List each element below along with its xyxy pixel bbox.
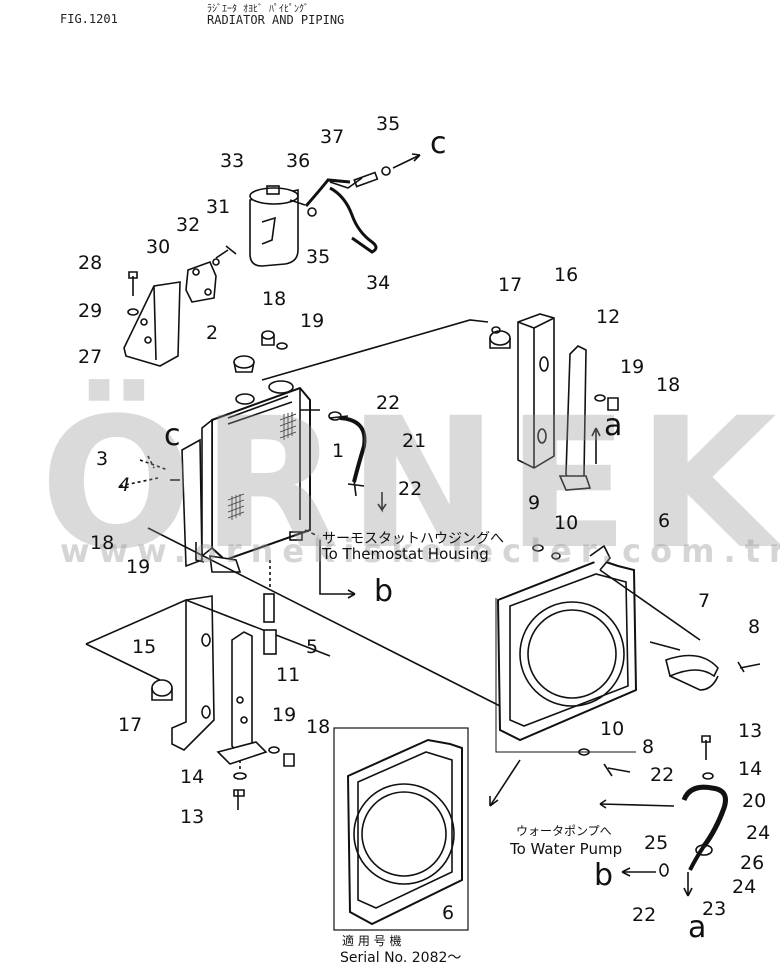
callout-16: 16 bbox=[554, 264, 579, 286]
callout-17: 17 bbox=[498, 274, 523, 296]
fan-shroud-upper bbox=[496, 544, 638, 742]
thermostat-note-jp: サーモスタットハウジングへ bbox=[322, 531, 504, 547]
callout-27: 27 bbox=[78, 346, 103, 368]
callout-13: 13 bbox=[738, 720, 763, 742]
callout-8: 8 bbox=[748, 616, 761, 638]
callout-36: 36 bbox=[286, 150, 311, 172]
pipe-20 bbox=[599, 735, 728, 897]
callout-26: 26 bbox=[740, 852, 765, 874]
callout-22: 22 bbox=[398, 478, 423, 500]
callout-24: 24 bbox=[732, 876, 757, 898]
ref-b-bottom: b bbox=[594, 858, 614, 893]
watermark-logo: ÖRNEK bbox=[40, 380, 780, 589]
callout-19: 19 bbox=[126, 556, 151, 578]
bushing-17-top bbox=[489, 326, 511, 349]
callout-32: 32 bbox=[176, 214, 201, 236]
callout-10: 10 bbox=[554, 512, 579, 534]
ref-c-left: c bbox=[164, 418, 181, 453]
callout-15: 15 bbox=[132, 636, 157, 658]
bracket-15 bbox=[171, 595, 215, 751]
hose-21 bbox=[339, 416, 367, 483]
callout-17: 17 bbox=[118, 714, 143, 736]
ref-c-top: c bbox=[430, 126, 447, 161]
figure-number: FIG.1201 bbox=[60, 12, 118, 26]
callout-22: 22 bbox=[650, 764, 675, 786]
radiator-cap-2 bbox=[233, 355, 255, 373]
bracket-27 bbox=[123, 281, 181, 367]
reservoir-tank bbox=[249, 185, 306, 267]
column-16 bbox=[517, 313, 555, 469]
figure-title: RADIATOR AND PIPING bbox=[207, 13, 345, 27]
callout-25: 25 bbox=[644, 832, 669, 854]
ref-a-bottom: a bbox=[688, 910, 707, 945]
radiator bbox=[181, 380, 311, 573]
callout-13: 13 bbox=[180, 806, 205, 828]
serial-note-jp: 適 用 号 機 bbox=[342, 934, 402, 948]
callout-22: 22 bbox=[376, 392, 401, 414]
ref-b-mid: b bbox=[374, 574, 394, 609]
callout-2: 2 bbox=[206, 322, 219, 344]
figure-title-jp: ﾗｼﾞｴｰﾀ ｵﾖﾋﾞ ﾊﾟｲﾋﾟﾝｸﾞ bbox=[207, 4, 310, 15]
callout-22: 22 bbox=[632, 904, 657, 926]
callout-35: 35 bbox=[306, 246, 331, 268]
fan-shroud-lower bbox=[346, 738, 463, 926]
plate-30 bbox=[185, 260, 217, 303]
callout-6: 6 bbox=[442, 902, 455, 924]
callout-18: 18 bbox=[306, 716, 331, 738]
bracket-7 bbox=[649, 641, 719, 691]
callout-34: 34 bbox=[366, 272, 391, 294]
spacer-5 bbox=[263, 560, 277, 655]
callout-33: 33 bbox=[220, 150, 245, 172]
watermark-url: www.ornekiskelecler.com.tr bbox=[60, 532, 780, 570]
callout-11: 11 bbox=[276, 664, 301, 686]
bolt-28 bbox=[128, 271, 138, 296]
callout-14: 14 bbox=[738, 758, 763, 780]
callout-35: 35 bbox=[376, 113, 401, 135]
callout-6: 6 bbox=[658, 510, 671, 532]
callout-1: 1 bbox=[332, 440, 345, 462]
callout-24: 24 bbox=[746, 822, 771, 844]
water-pump-note-jp: ウォータポンプへ bbox=[516, 824, 612, 838]
thermostat-note: To Themostat Housing bbox=[322, 545, 489, 563]
callout-20: 20 bbox=[742, 790, 767, 812]
bushing-17-lower bbox=[151, 679, 173, 701]
callout-7: 7 bbox=[698, 590, 711, 612]
callout-18: 18 bbox=[656, 374, 681, 396]
callout-4: 4 bbox=[118, 474, 131, 496]
callout-28: 28 bbox=[78, 252, 103, 274]
callout-21: 21 bbox=[402, 430, 427, 452]
callout-5: 5 bbox=[306, 636, 319, 658]
callout-3: 3 bbox=[96, 448, 109, 470]
ref-a-right: a bbox=[604, 408, 623, 443]
callout-8: 8 bbox=[642, 736, 655, 758]
callout-12: 12 bbox=[596, 306, 621, 328]
callout-31: 31 bbox=[206, 196, 231, 218]
callout-23: 23 bbox=[702, 898, 727, 920]
serial-note: Serial No. 2082～ bbox=[340, 950, 462, 966]
water-pump-note: To Water Pump bbox=[510, 840, 623, 858]
callout-18: 18 bbox=[90, 532, 115, 554]
callout-19: 19 bbox=[620, 356, 645, 378]
callout-19: 19 bbox=[272, 704, 297, 726]
callout-30: 30 bbox=[146, 236, 171, 258]
alt-shroud-frame bbox=[333, 727, 469, 931]
callout-37: 37 bbox=[320, 126, 345, 148]
overflow-hose bbox=[304, 166, 391, 254]
callout-18: 18 bbox=[262, 288, 287, 310]
callout-14: 14 bbox=[180, 766, 205, 788]
bracket-12 bbox=[558, 345, 601, 491]
callout-19: 19 bbox=[300, 310, 325, 332]
callout-29: 29 bbox=[78, 300, 103, 322]
callout-9: 9 bbox=[528, 492, 541, 514]
callout-10: 10 bbox=[600, 718, 625, 740]
bracket-11 bbox=[216, 631, 268, 765]
arrow-to-c-top bbox=[392, 153, 421, 169]
